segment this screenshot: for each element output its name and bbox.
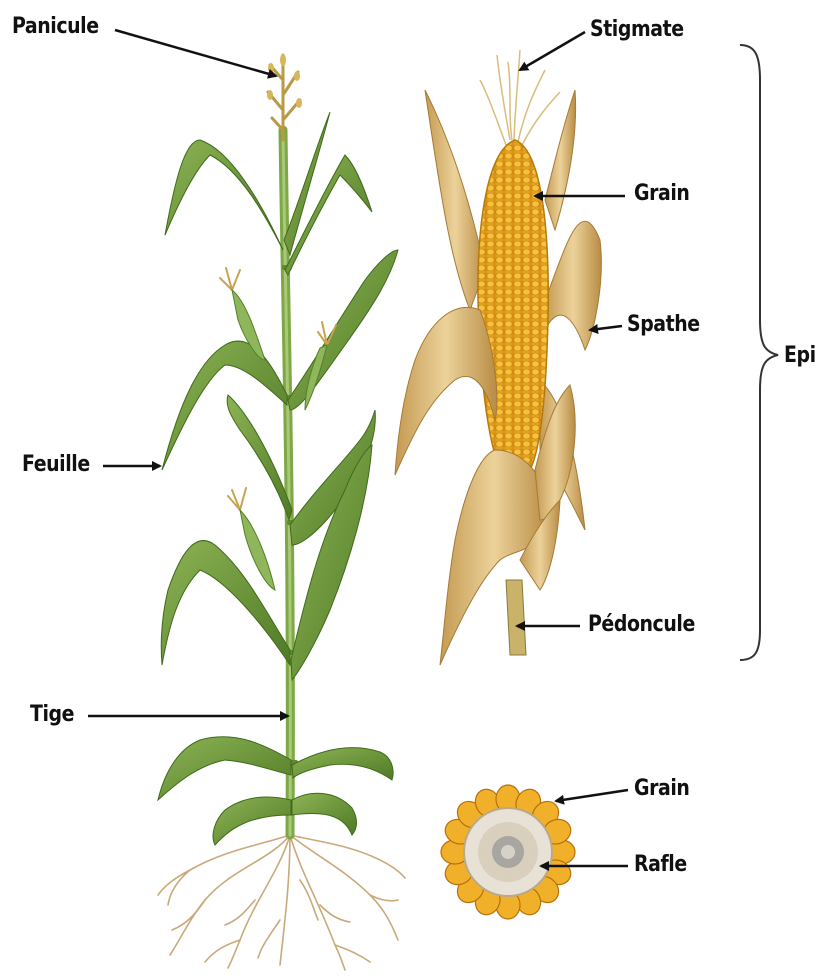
label-feuille: Feuille — [22, 452, 90, 477]
silk — [480, 50, 560, 145]
label-spathe: Spathe — [627, 312, 700, 337]
label-rafle: Rafle — [634, 852, 687, 877]
arrow-grain-coupe — [556, 790, 628, 801]
label-stigmate: Stigmate — [590, 17, 684, 42]
roots — [158, 835, 405, 970]
peduncle — [506, 580, 526, 655]
cob — [478, 140, 548, 470]
arrow-panicule — [115, 30, 276, 76]
label-grain-coupe: Grain — [634, 776, 689, 801]
arrow-spathe — [590, 326, 622, 330]
arrow-stigmate — [520, 32, 585, 70]
label-pedoncule: Pédoncule — [588, 612, 695, 637]
corn-ear-illustration — [395, 50, 601, 665]
label-panicule: Panicule — [12, 14, 99, 39]
epi-brace — [740, 45, 778, 660]
cob-cross-section — [441, 785, 575, 919]
label-grain-epi: Grain — [634, 181, 689, 206]
leaves — [158, 112, 398, 845]
maize-plant-illustration — [158, 54, 405, 970]
label-tige: Tige — [30, 702, 74, 727]
label-epi: Epi — [784, 343, 816, 368]
